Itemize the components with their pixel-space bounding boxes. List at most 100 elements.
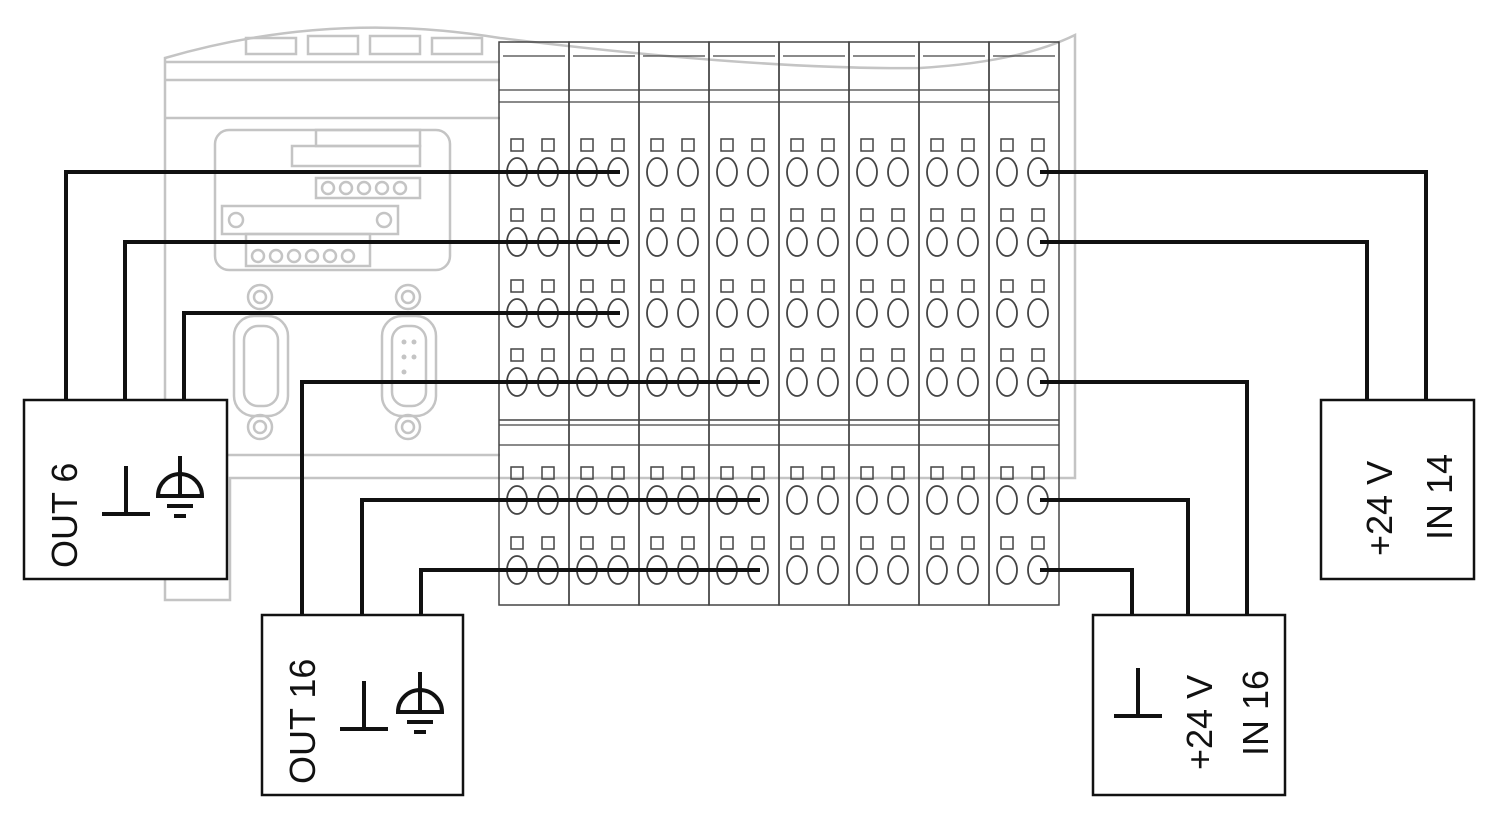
release-button <box>1000 466 1014 480</box>
terminal-block <box>988 41 1060 606</box>
spring-terminal <box>996 227 1018 257</box>
release-button <box>510 279 524 293</box>
spring-terminal <box>646 157 668 187</box>
release-button <box>541 466 555 480</box>
dsub-connector-right <box>380 283 438 441</box>
release-button <box>1000 279 1014 293</box>
spring-terminal <box>747 298 769 328</box>
spring-terminal <box>786 555 808 585</box>
controller-housing <box>163 26 1077 602</box>
release-button <box>961 279 975 293</box>
release-button <box>821 536 835 550</box>
release-button <box>650 348 664 362</box>
release-button <box>681 208 695 222</box>
release-button <box>1031 348 1045 362</box>
release-button <box>720 348 734 362</box>
spring-terminal <box>677 298 699 328</box>
release-button <box>751 466 765 480</box>
release-button <box>891 466 905 480</box>
release-button <box>611 536 625 550</box>
spring-terminal <box>887 367 909 397</box>
wire-in16-1 <box>1040 380 1249 615</box>
spring-terminal <box>646 227 668 257</box>
spring-terminal <box>856 367 878 397</box>
spring-terminal <box>786 298 808 328</box>
release-button <box>650 138 664 152</box>
release-button <box>1031 138 1045 152</box>
spring-terminal <box>716 227 738 257</box>
release-button <box>790 348 804 362</box>
release-button <box>510 466 524 480</box>
release-button <box>720 138 734 152</box>
release-button <box>891 138 905 152</box>
release-button <box>541 536 555 550</box>
spring-terminal <box>887 485 909 515</box>
spring-terminal <box>856 227 878 257</box>
wire-in16-2 <box>1040 498 1190 615</box>
ground-symbol <box>102 466 150 516</box>
spring-terminal <box>887 157 909 187</box>
release-button <box>611 208 625 222</box>
spring-terminal <box>996 157 1018 187</box>
release-button <box>790 279 804 293</box>
release-button <box>961 208 975 222</box>
lower-plug-screws <box>227 211 393 264</box>
in14-box: +24 V IN 14 <box>1319 398 1476 581</box>
spring-terminal <box>716 157 738 187</box>
spring-terminal <box>957 157 979 187</box>
release-button <box>1031 279 1045 293</box>
release-button <box>541 208 555 222</box>
out6-box: OUT 6 <box>22 398 229 581</box>
release-button <box>580 208 594 222</box>
release-button <box>790 208 804 222</box>
spring-terminal <box>957 367 979 397</box>
release-button <box>790 138 804 152</box>
release-button <box>650 536 664 550</box>
spring-terminal <box>716 298 738 328</box>
protective-earth-symbol <box>395 672 445 734</box>
release-button <box>720 279 734 293</box>
out16-box: OUT 16 <box>260 613 465 797</box>
spring-terminal <box>786 485 808 515</box>
ground-symbol <box>340 681 388 731</box>
spring-terminal <box>856 485 878 515</box>
wire-in14-2 <box>1040 240 1369 400</box>
ground-symbol <box>1114 668 1162 718</box>
connector-panel <box>213 128 452 272</box>
in16-voltage-label: +24 V <box>1179 675 1220 770</box>
protective-earth-symbol <box>155 456 205 518</box>
release-button <box>961 536 975 550</box>
spring-terminal <box>887 227 909 257</box>
release-button <box>580 138 594 152</box>
release-button <box>541 138 555 152</box>
release-button <box>821 348 835 362</box>
spring-terminal <box>957 555 979 585</box>
release-button <box>930 466 944 480</box>
spring-terminal <box>817 555 839 585</box>
spring-terminal <box>786 367 808 397</box>
spring-terminal <box>817 298 839 328</box>
spring-terminal <box>646 298 668 328</box>
release-button <box>961 348 975 362</box>
spring-terminal <box>957 485 979 515</box>
release-button <box>891 536 905 550</box>
release-button <box>720 466 734 480</box>
spring-terminal <box>677 227 699 257</box>
release-button <box>751 208 765 222</box>
in16-box: +24 V IN 16 <box>1091 613 1287 797</box>
release-button <box>790 466 804 480</box>
release-button <box>751 138 765 152</box>
release-button <box>611 138 625 152</box>
release-button <box>1031 466 1045 480</box>
release-button <box>611 466 625 480</box>
spring-terminal <box>856 298 878 328</box>
release-button <box>930 536 944 550</box>
release-button <box>541 348 555 362</box>
spring-terminal <box>817 485 839 515</box>
spring-terminal <box>926 157 948 187</box>
release-button <box>681 279 695 293</box>
spring-terminal <box>817 227 839 257</box>
release-button <box>821 466 835 480</box>
release-button <box>681 466 695 480</box>
